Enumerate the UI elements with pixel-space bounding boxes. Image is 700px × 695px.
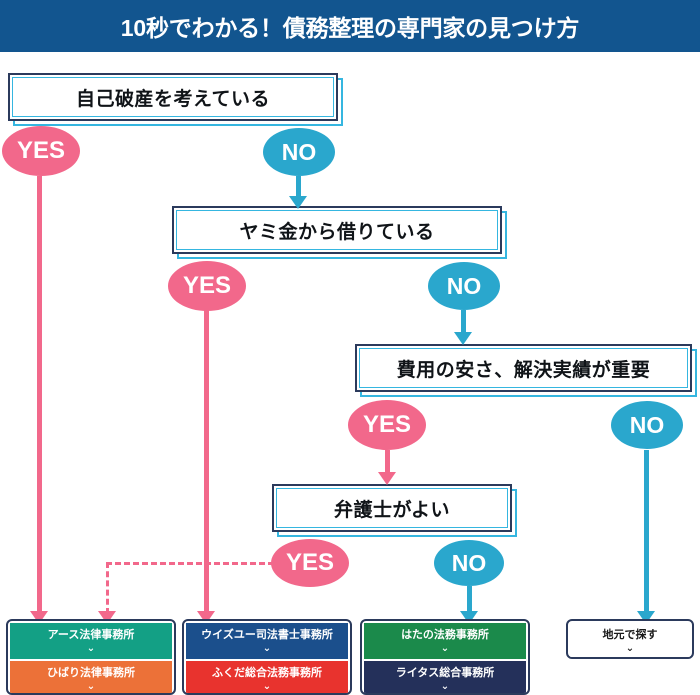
branch-pill-q3-no[interactable]: NO (611, 401, 683, 449)
result-button-withyou[interactable]: ウイズユー司法書士事務所 ⌄ (186, 623, 348, 659)
decision-label-1: 自己破産を考えている (75, 88, 271, 110)
page-title: 10秒でわかる！債務整理の専門家の見つけ方 (120, 15, 580, 41)
decision-box-cost-results[interactable]: 費用の安さ、解決実績が重要 (355, 344, 697, 397)
result-group-1: アース法律事務所 ⌄ ひばり法律事務所 ⌄ (6, 619, 176, 695)
branch-pill-q2-yes[interactable]: YES (168, 261, 246, 311)
result-label: ふくだ総合法務事務所 (212, 666, 322, 679)
branch-label-q1-no: NO (281, 138, 317, 165)
decision-label-4: 弁護士がよい (333, 499, 451, 521)
result-button-earth-law[interactable]: アース法律事務所 ⌄ (10, 623, 172, 659)
decision-box-frame-4: 弁護士がよい (272, 484, 512, 532)
connector-q4-yes-horizontal (106, 562, 274, 565)
branch-pill-q3-yes[interactable]: YES (348, 400, 426, 450)
decision-box-self-bankruptcy[interactable]: 自己破産を考えている (8, 73, 343, 126)
chevron-down-icon: ⌄ (440, 642, 450, 654)
result-label: ライタス総合事務所 (395, 666, 495, 679)
chevron-down-icon: ⌄ (262, 642, 272, 654)
page-header: 10秒でわかる！債務整理の専門家の見つけ方 (0, 0, 700, 52)
chevron-down-icon: ⌄ (625, 642, 635, 654)
connector-q2-yes (204, 310, 209, 621)
chevron-down-icon: ⌄ (440, 680, 450, 692)
result-button-raitasu[interactable]: ライタス総合事務所 ⌄ (364, 661, 526, 693)
result-label: ウイズユー司法書士事務所 (201, 628, 333, 641)
branch-pill-q4-yes[interactable]: YES (271, 539, 349, 587)
decision-box-frame-3: 費用の安さ、解決実績が重要 (355, 344, 692, 392)
result-label: はたの法務事務所 (401, 628, 489, 641)
connector-q1-yes (37, 176, 42, 621)
connector-q2-no (461, 310, 466, 336)
arrowhead-q2-no (454, 332, 472, 345)
result-label: ひばり法律事務所 (47, 666, 135, 679)
connector-q3-yes (385, 450, 390, 476)
decision-box-lawyer-preferred[interactable]: 弁護士がよい (272, 484, 517, 537)
result-button-hibari-law[interactable]: ひばり法律事務所 ⌄ (10, 661, 172, 693)
decision-label-2: ヤミ金から借りている (239, 221, 435, 243)
result-group-4: 地元で探す ⌄ (566, 619, 694, 659)
decision-box-frame-1: 自己破産を考えている (8, 73, 338, 121)
branch-label-q3-no: NO (629, 411, 665, 438)
branch-pill-q2-no[interactable]: NO (428, 262, 500, 310)
branch-label-q2-yes: YES (182, 272, 232, 299)
chevron-down-icon: ⌄ (262, 680, 272, 692)
connector-q4-yes-vertical (106, 562, 109, 614)
branch-pill-q1-yes[interactable]: YES (2, 126, 80, 176)
connector-q4-no (467, 586, 472, 621)
result-button-find-local[interactable]: 地元で探す ⌄ (570, 623, 690, 657)
decision-label-3: 費用の安さ、解決実績が重要 (396, 359, 651, 381)
branch-label-q3-yes: YES (362, 411, 412, 438)
chevron-down-icon: ⌄ (86, 642, 96, 654)
result-label: 地元で探す (602, 628, 658, 641)
result-label: アース法律事務所 (47, 628, 135, 641)
result-group-3: はたの法務事務所 ⌄ ライタス総合事務所 ⌄ (360, 619, 530, 695)
decision-box-yamikin[interactable]: ヤミ金から借りている (172, 206, 507, 259)
arrowhead-q3-yes (378, 472, 396, 485)
branch-pill-q1-no[interactable]: NO (263, 128, 335, 176)
arrowhead-q1-no (289, 196, 307, 209)
branch-label-q4-yes: YES (285, 549, 335, 576)
branch-pill-q4-no[interactable]: NO (434, 540, 504, 586)
connector-q1-no (296, 176, 301, 200)
branch-label-q4-no: NO (451, 549, 487, 576)
branch-label-q1-yes: YES (16, 137, 66, 164)
result-group-2: ウイズユー司法書士事務所 ⌄ ふくだ総合法務事務所 ⌄ (182, 619, 352, 695)
result-button-hatano[interactable]: はたの法務事務所 ⌄ (364, 623, 526, 659)
decision-box-frame-2: ヤミ金から借りている (172, 206, 502, 254)
result-button-fukuda[interactable]: ふくだ総合法務事務所 ⌄ (186, 661, 348, 693)
branch-label-q2-no: NO (446, 272, 482, 299)
chevron-down-icon: ⌄ (86, 680, 96, 692)
connector-q3-no (644, 450, 649, 621)
